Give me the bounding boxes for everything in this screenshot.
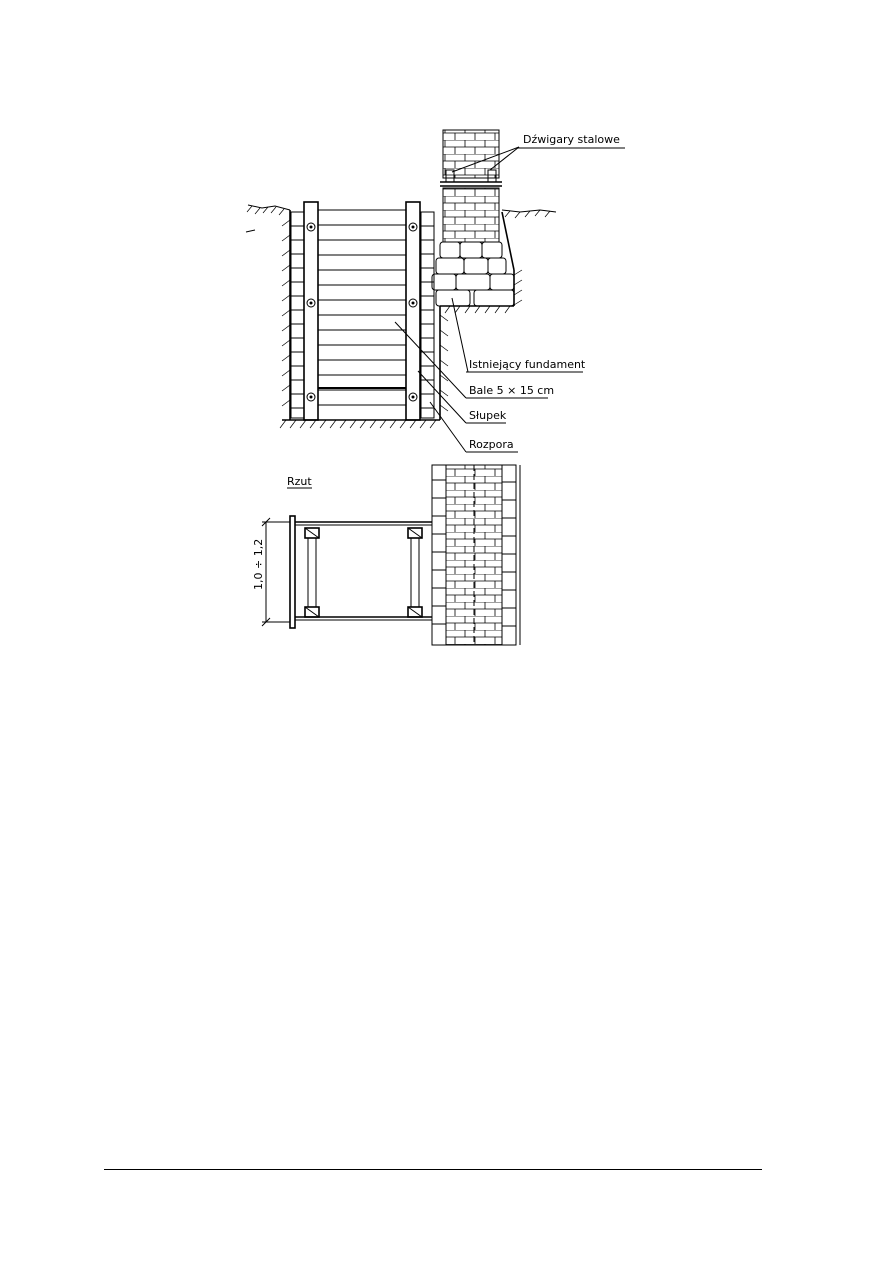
- sheeting-right: [420, 211, 435, 419]
- dimension-line: [261, 517, 290, 627]
- label-post: Słupek: [469, 409, 507, 422]
- label-planks: Bale 5 × 15 cm: [469, 384, 554, 397]
- plan-sheeting: [289, 515, 296, 629]
- ground-right: [439, 209, 557, 420]
- post-right: [405, 201, 421, 421]
- label-dimension: 1,0 ÷ 1,2: [252, 539, 265, 590]
- plan-view: [261, 464, 521, 646]
- footer-rule: [104, 1169, 762, 1170]
- post-left: [303, 201, 319, 421]
- leader-lines: [394, 146, 625, 453]
- label-plan-view: Rzut: [287, 475, 312, 488]
- label-existing-foundation: Istniejący fundament: [469, 358, 586, 371]
- brick-wall-upper: [442, 129, 500, 179]
- label-strut: Rozpora: [469, 438, 514, 451]
- label-steel-beams: Dźwigary stalowe: [523, 133, 620, 146]
- plan-struts: [307, 537, 420, 608]
- ground-left: [245, 204, 291, 233]
- trench-bottom: [279, 419, 440, 429]
- sheeting-left: [290, 211, 305, 419]
- strut-bolts: [306, 222, 418, 402]
- brick-wall-lower: [442, 187, 500, 243]
- plan-wall: [431, 464, 521, 646]
- planks: [318, 209, 406, 406]
- plan-posts: [304, 527, 423, 618]
- stone-foundation: [431, 241, 515, 307]
- steel-beams: [440, 169, 502, 187]
- trench-wall-left: [281, 210, 291, 420]
- elevation-view: [245, 129, 625, 453]
